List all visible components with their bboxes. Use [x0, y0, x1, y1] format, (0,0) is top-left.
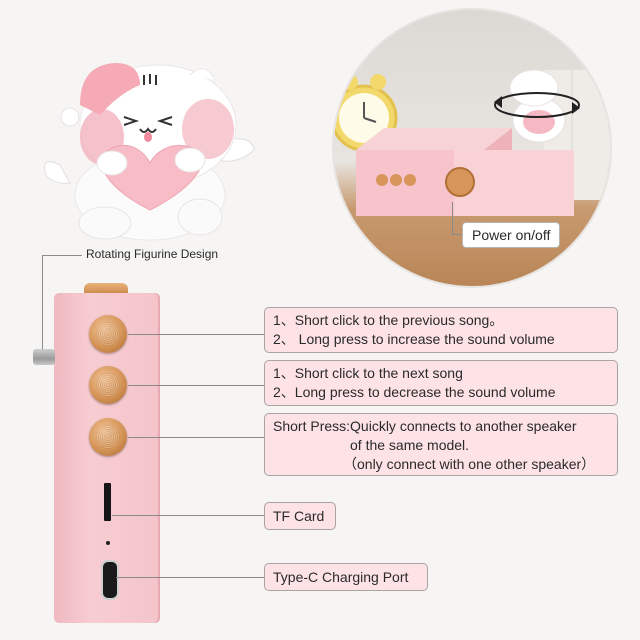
rotating-pointer-line-h: [42, 255, 82, 256]
button3-line3: （only connect with one other speaker）: [343, 456, 596, 472]
tf-card-slot[interactable]: [104, 483, 111, 521]
figurine-mount-pin: [33, 349, 55, 365]
previous-volume-up-button[interactable]: [89, 315, 127, 353]
pairing-button[interactable]: [89, 418, 127, 456]
button3-line1: Short Press:Quickly connects to another …: [273, 418, 577, 434]
speaker-on-table-with-clock-photo: [334, 69, 610, 216]
cat-figurine-image: [44, 63, 255, 241]
button1-pointer-line: [128, 334, 264, 335]
button2-line1: 1、Short click to the next song: [273, 365, 463, 381]
button1-line1: 1、Short click to the previous song。: [273, 312, 504, 328]
button2-line2: 2、Long press to decrease the sound volum…: [273, 384, 556, 400]
indicator-led: [106, 541, 110, 545]
tf-pointer-line: [112, 515, 264, 516]
button3-line2: of the same model.: [350, 437, 470, 453]
type-c-callout: Type-C Charging Port: [264, 563, 428, 591]
button2-pointer-line: [128, 385, 264, 386]
tf-card-callout: TF Card: [264, 502, 336, 530]
next-volume-down-button[interactable]: [89, 366, 127, 404]
button1-callout: 1、Short click to the previous song。 2、 L…: [264, 307, 618, 353]
power-pointer-line-h: [452, 234, 462, 235]
button2-callout: 1、Short click to the next song 2、Long pr…: [264, 360, 618, 406]
typec-pointer-line: [116, 577, 264, 578]
power-pointer-line: [452, 202, 453, 234]
product-photo-circle: [332, 8, 612, 288]
top-rotation-knob: [84, 283, 128, 295]
type-c-port[interactable]: [101, 560, 119, 600]
rotating-pointer-line-v: [42, 255, 43, 350]
button1-line2: 2、 Long press to increase the sound volu…: [273, 331, 555, 347]
button3-callout: Short Press:Quickly connects to another …: [264, 413, 618, 476]
power-on-off-label: Power on/off: [462, 222, 561, 248]
rotating-figurine-label: Rotating Figurine Design: [86, 247, 219, 261]
button3-pointer-line: [128, 437, 264, 438]
